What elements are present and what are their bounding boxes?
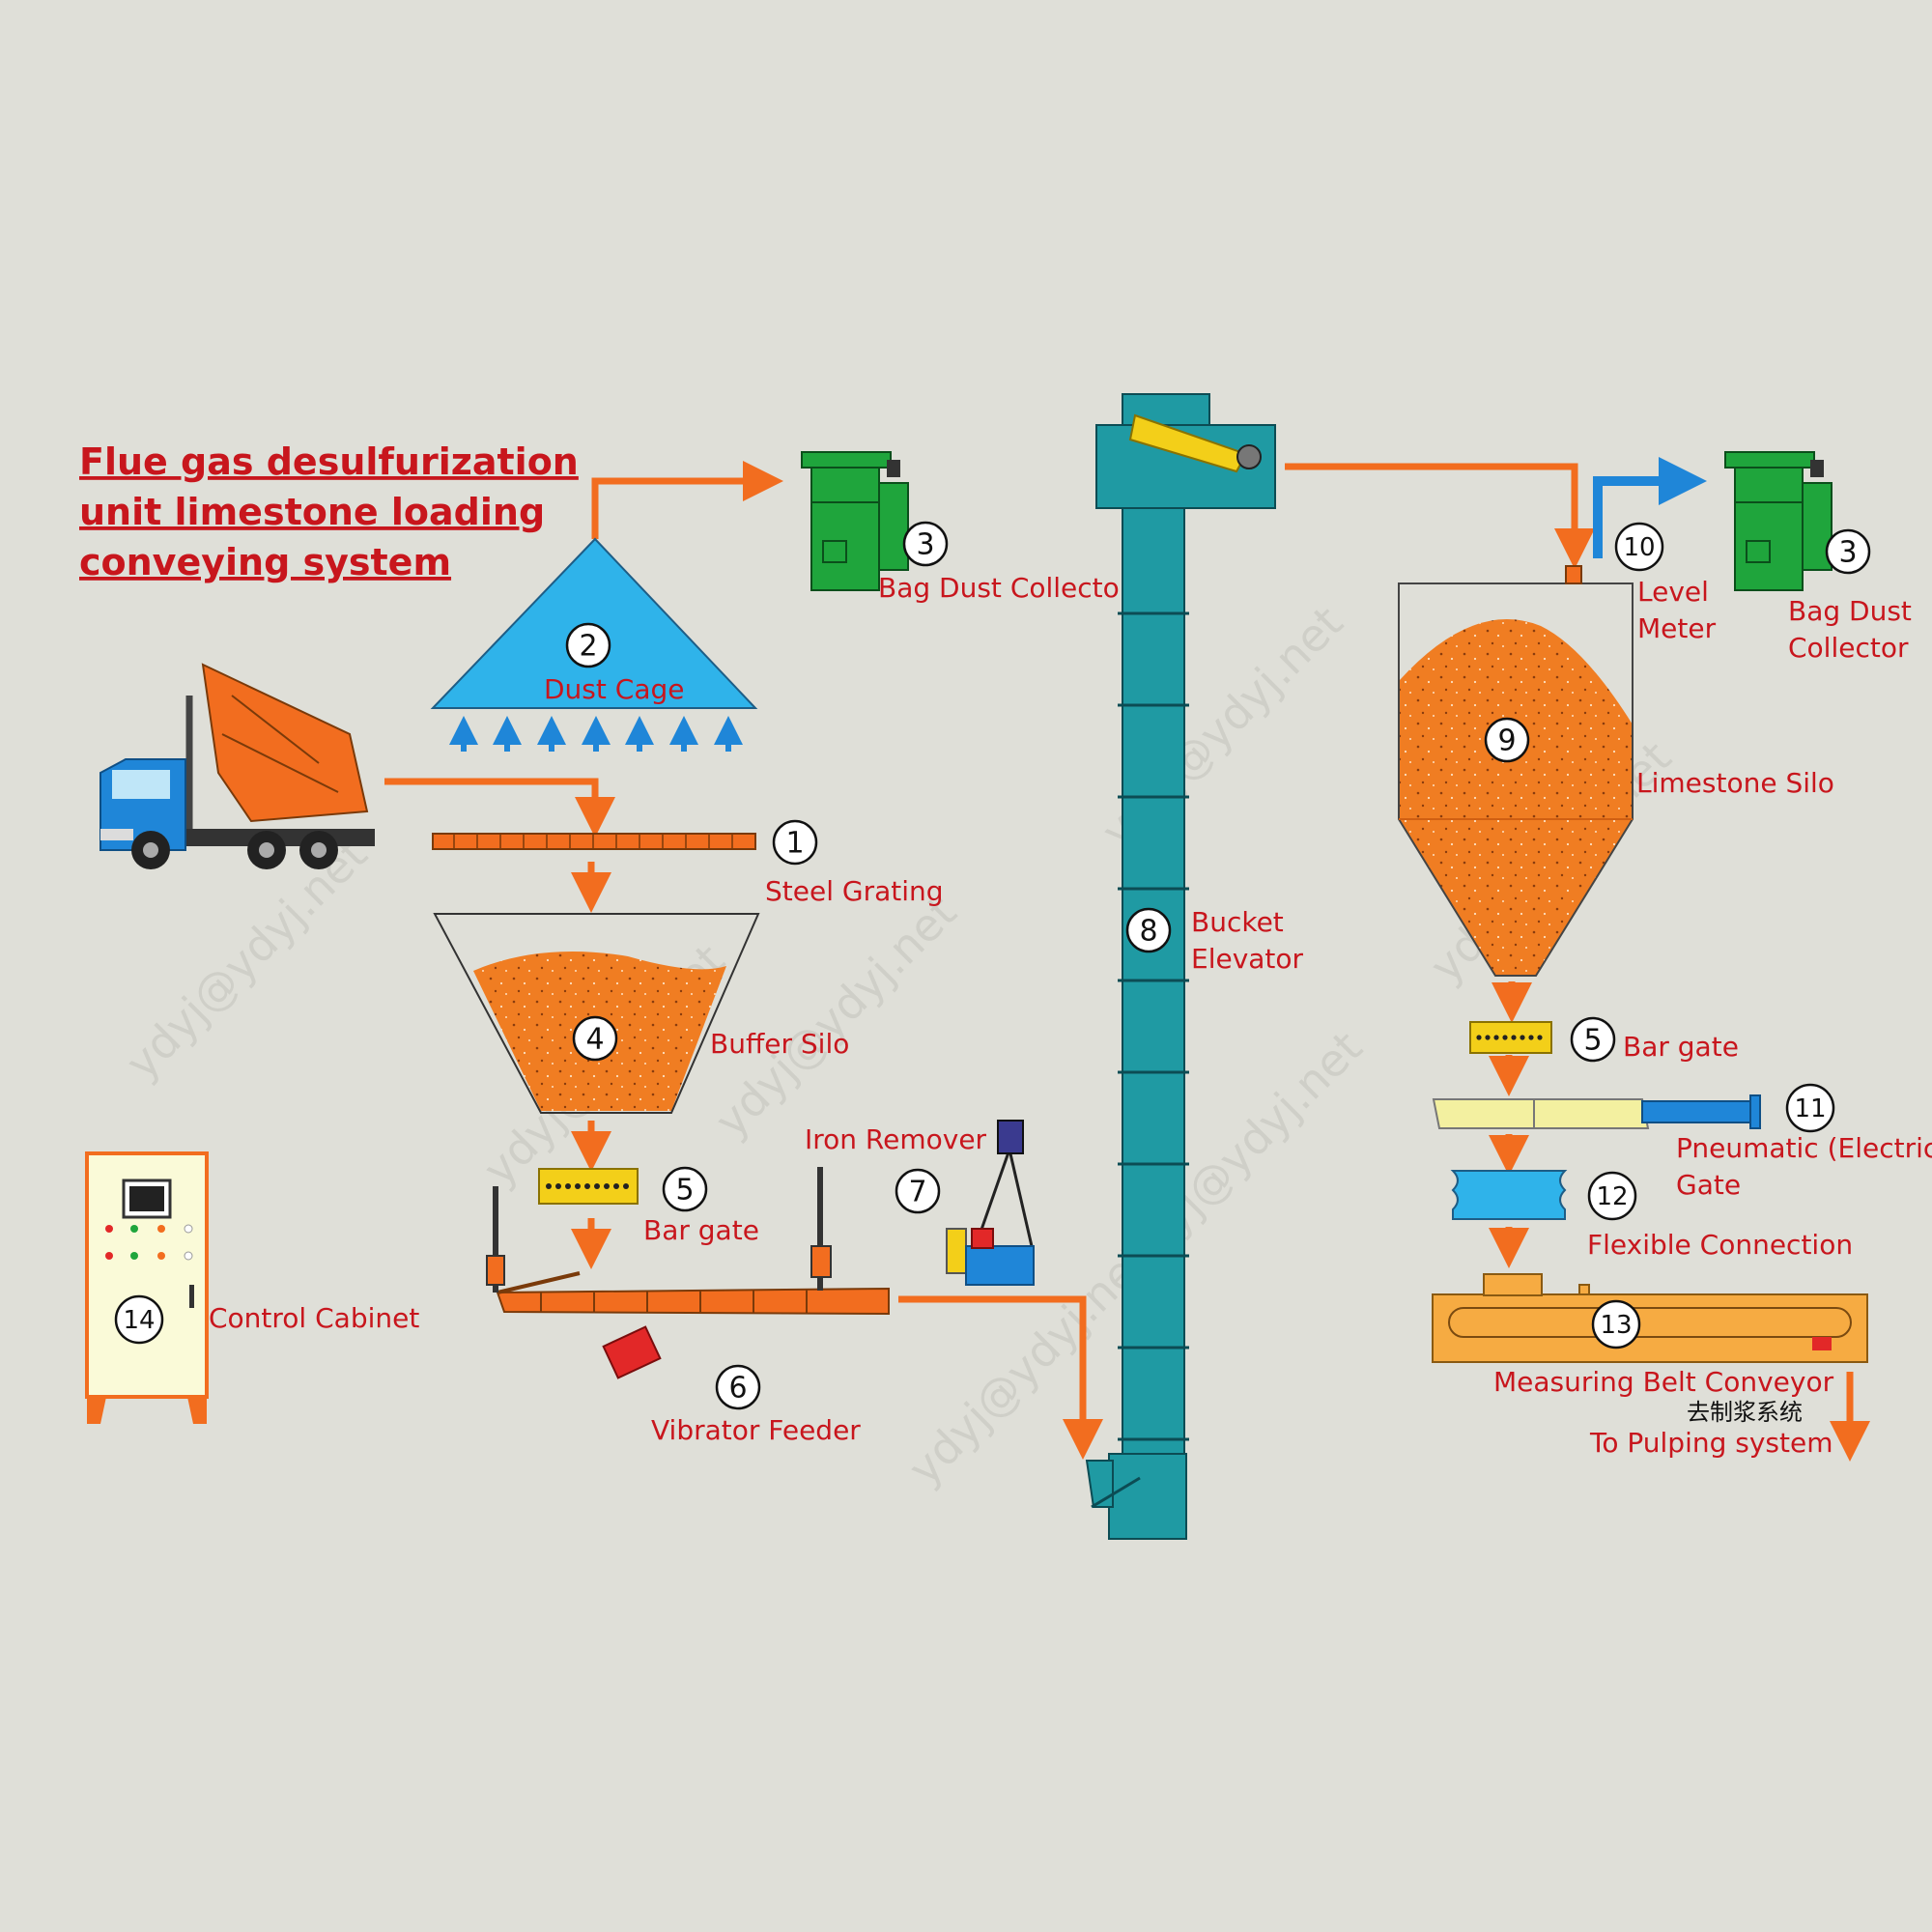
level-meter-label-1: Level bbox=[1637, 576, 1709, 608]
svg-text:12: 12 bbox=[1596, 1182, 1628, 1211]
steel-grating-label: Steel Grating bbox=[765, 875, 944, 907]
svg-text:4: 4 bbox=[585, 1023, 604, 1057]
bag-dust-collector-left bbox=[801, 451, 909, 591]
buffer-silo bbox=[433, 913, 760, 1114]
flexible-connection-label: Flexible Connection bbox=[1587, 1229, 1853, 1261]
marker-9: 9 bbox=[1484, 717, 1530, 763]
flexible-connection bbox=[1450, 1170, 1568, 1220]
dust-cage-shape bbox=[430, 537, 758, 709]
marker-4: 4 bbox=[572, 1015, 618, 1062]
marker-7: 7 bbox=[895, 1168, 941, 1214]
level-meter bbox=[1565, 565, 1582, 584]
bar-gate-right-label: Bar gate bbox=[1623, 1031, 1739, 1063]
pneumatic-gate-label-1: Pneumatic (Electric) bbox=[1676, 1132, 1932, 1164]
iron-remover-label: Iron Remover bbox=[805, 1123, 987, 1155]
bag-dust-collector-right bbox=[1724, 451, 1833, 591]
arrow-truck-to-grating bbox=[384, 778, 615, 838]
iron-remover bbox=[946, 1120, 1035, 1286]
marker-6: 6 bbox=[715, 1364, 761, 1410]
steel-grating bbox=[432, 833, 756, 850]
marker-14: 14 bbox=[114, 1294, 164, 1345]
svg-text:5: 5 bbox=[1583, 1024, 1602, 1058]
dust-cage: Dust Cage bbox=[430, 537, 758, 752]
truck-bed bbox=[201, 663, 369, 823]
vibrator-feeder bbox=[486, 1167, 890, 1379]
bucket-elevator-label-2: Elevator bbox=[1191, 943, 1304, 975]
svg-text:10: 10 bbox=[1623, 533, 1655, 562]
marker-8: 8 bbox=[1125, 907, 1172, 953]
marker-5-left: 5 bbox=[662, 1166, 708, 1212]
air-arrow-right bbox=[1593, 457, 1707, 558]
svg-text:5: 5 bbox=[675, 1174, 694, 1208]
diagram-title: Flue gas desulfurization unit limestone … bbox=[79, 440, 579, 583]
svg-text:1: 1 bbox=[785, 827, 804, 861]
arrow-feeder-to-elevator bbox=[898, 1295, 1103, 1460]
bar-gate-left-label: Bar gate bbox=[643, 1214, 759, 1246]
title-line-1: Flue gas desulfurization bbox=[79, 440, 579, 483]
dust-cage-label: Dust Cage bbox=[544, 673, 684, 705]
marker-3-right: 3 bbox=[1825, 528, 1871, 575]
title-line-3: conveying system bbox=[79, 541, 451, 583]
vibrator-feeder-label: Vibrator Feeder bbox=[651, 1414, 861, 1446]
pneumatic-gate-label-2: Gate bbox=[1676, 1169, 1741, 1201]
bag-dust-collector-right-label-1: Bag Dust bbox=[1788, 595, 1912, 627]
svg-text:2: 2 bbox=[579, 630, 597, 664]
marker-10: 10 bbox=[1614, 522, 1664, 572]
arrow-cage-to-collector bbox=[591, 461, 783, 539]
marker-3-left: 3 bbox=[902, 521, 949, 567]
flow-arrows bbox=[384, 461, 1870, 1462]
to-pulping-cn-label: 去制浆系统 bbox=[1687, 1399, 1803, 1426]
svg-text:7: 7 bbox=[908, 1176, 926, 1209]
svg-text:13: 13 bbox=[1600, 1311, 1632, 1340]
limestone-silo bbox=[1398, 582, 1634, 977]
marker-12: 12 bbox=[1587, 1171, 1637, 1221]
arrow-elevator-to-silo bbox=[1285, 463, 1595, 569]
control-cabinet bbox=[85, 1151, 209, 1424]
bar-gate-left bbox=[538, 1168, 639, 1205]
watermark-text: ydyj@ydyj.net bbox=[705, 886, 967, 1148]
marker-13: 13 bbox=[1591, 1299, 1641, 1350]
title-line-2: unit limestone loading bbox=[79, 491, 545, 533]
measuring-belt-conveyor-label: Measuring Belt Conveyor bbox=[1493, 1366, 1834, 1398]
marker-5-right: 5 bbox=[1570, 1016, 1616, 1063]
control-cabinet-label: Control Cabinet bbox=[209, 1302, 419, 1334]
level-meter-label-2: Meter bbox=[1637, 612, 1717, 644]
bucket-elevator-label-1: Bucket bbox=[1191, 906, 1284, 938]
svg-text:3: 3 bbox=[916, 528, 934, 562]
svg-text:3: 3 bbox=[1838, 536, 1857, 570]
svg-text:6: 6 bbox=[728, 1372, 747, 1406]
marker-11: 11 bbox=[1785, 1083, 1835, 1133]
svg-text:9: 9 bbox=[1497, 724, 1516, 758]
suction-arrows bbox=[449, 716, 743, 752]
measuring-belt-conveyor bbox=[1432, 1273, 1868, 1363]
svg-text:8: 8 bbox=[1139, 915, 1157, 949]
bag-dust-collector-right-label-2: Collector bbox=[1788, 632, 1909, 664]
marker-2: 2 bbox=[565, 622, 611, 668]
svg-text:11: 11 bbox=[1794, 1094, 1826, 1123]
number-markers: 1 2 3 4 5 6 7 8 9 10 3 5 11 12 13 14 bbox=[114, 521, 1871, 1410]
bag-dust-collector-left-label: Bag Dust Collector bbox=[878, 572, 1131, 604]
limestone-silo-label: Limestone Silo bbox=[1636, 767, 1834, 799]
bar-gate-right bbox=[1469, 1021, 1552, 1054]
bucket-elevator bbox=[1085, 393, 1276, 1540]
pneumatic-gate bbox=[1432, 1094, 1761, 1129]
to-pulping-label: To Pulping system bbox=[1589, 1427, 1833, 1459]
svg-text:14: 14 bbox=[123, 1306, 155, 1335]
dump-truck bbox=[99, 663, 375, 869]
marker-1: 1 bbox=[772, 819, 818, 866]
buffer-silo-label: Buffer Silo bbox=[710, 1028, 849, 1060]
